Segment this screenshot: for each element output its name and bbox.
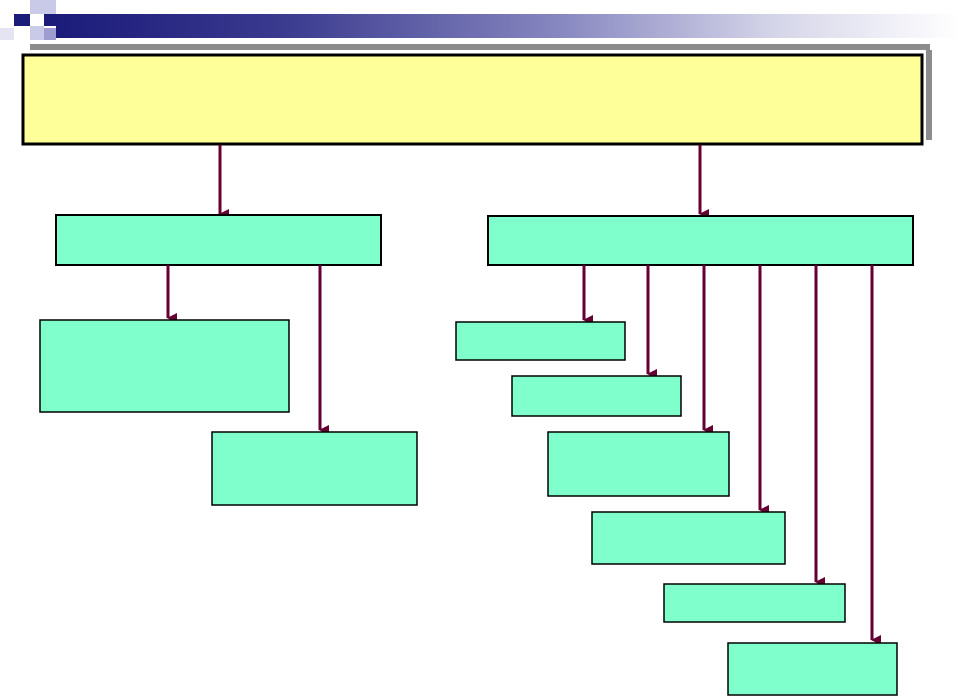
corner-square-mid	[44, 28, 56, 40]
right-child-box-3	[547, 431, 730, 497]
left-child-box-2	[211, 431, 418, 506]
corner-square-lavender	[30, 0, 56, 14]
branch-right-box	[487, 215, 914, 266]
corner-square-lavender-small	[30, 26, 44, 40]
corner-square-light	[0, 28, 14, 40]
left-child-box-1	[39, 319, 290, 413]
title-box-rect	[21, 53, 924, 146]
corner-square-navy-small	[44, 14, 56, 26]
corner-square-navy	[14, 14, 30, 26]
right-child-box-2	[511, 375, 682, 417]
right-child-box-4	[591, 511, 786, 565]
branch-left	[39, 214, 418, 506]
title-box-shadow-top	[30, 44, 930, 50]
title-box-shadow	[926, 50, 932, 140]
header-gradient-bar	[56, 14, 960, 38]
right-child-box-1	[455, 321, 626, 361]
right-child-box-5	[663, 583, 846, 623]
branch-right	[455, 215, 914, 696]
right-child-box-6	[727, 642, 898, 696]
title-box	[21, 44, 932, 146]
branch-left-box	[55, 214, 382, 266]
